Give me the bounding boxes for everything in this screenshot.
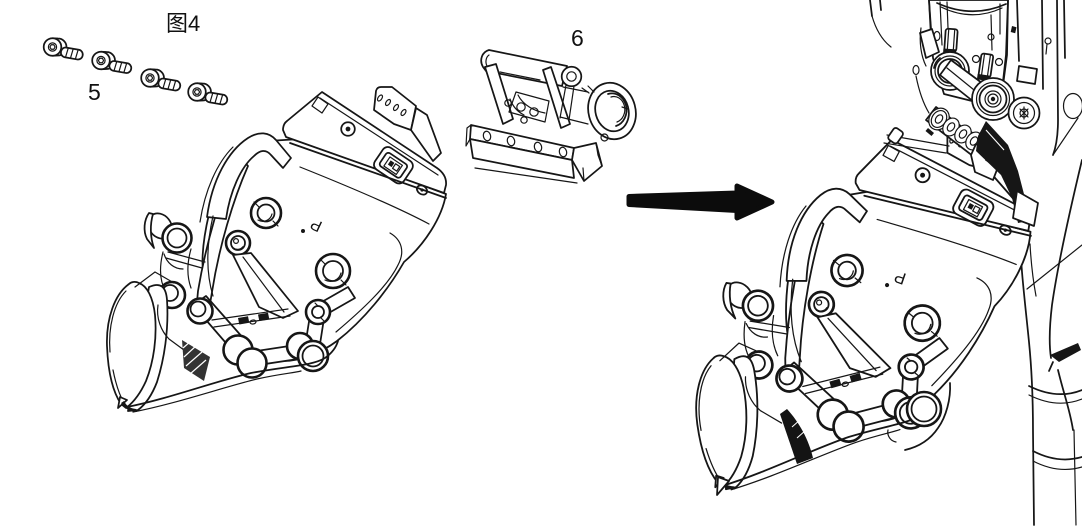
svg-text:6: 6 (571, 25, 584, 51)
svg-text:5: 5 (88, 79, 101, 105)
svg-text:图4: 图4 (166, 11, 200, 36)
